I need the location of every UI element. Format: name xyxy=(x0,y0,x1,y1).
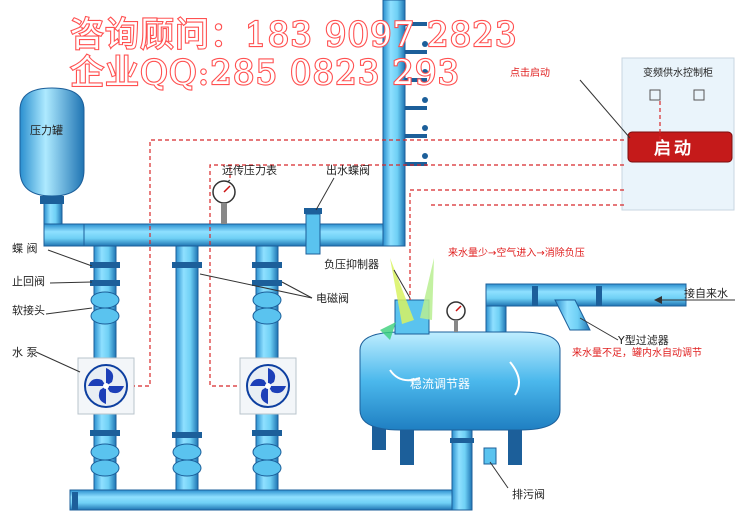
pressure-tank xyxy=(19,87,85,204)
cabinet-title: 变频供水控制柜 xyxy=(643,66,713,79)
start-button-label[interactable]: 启动 xyxy=(654,138,694,159)
pipe-flanges xyxy=(72,262,602,510)
start-button[interactable] xyxy=(627,131,733,163)
butterfly-valve-label: 蝶 阀 xyxy=(12,241,38,255)
watermark-line-2: 企业QQ:285 0823 293 xyxy=(70,53,460,93)
pressure-gauge-icon xyxy=(446,301,466,332)
y-filter-label: Y型过滤器 xyxy=(617,333,669,347)
outlet-valve xyxy=(304,208,322,255)
check-valve-label: 止回阀 xyxy=(12,274,45,288)
pump-fan-icon xyxy=(246,364,290,408)
inlet-note: 来水量少→空气进入→消除负压 xyxy=(448,246,585,259)
pump-1 xyxy=(77,357,135,415)
outlet-taps xyxy=(405,22,428,166)
stabilizer-label: 稳流调节器 xyxy=(410,376,470,391)
suppressor-label: 负压抑制器 xyxy=(324,257,379,271)
watermark-line-1: 咨询顾问：183 9097 2823 xyxy=(70,15,518,55)
outlet-valve-label: 出水蝶阀 xyxy=(326,163,370,177)
drain-valve-label: 排污阀 xyxy=(512,487,545,501)
from-mains-label: 接自来水 xyxy=(684,287,728,300)
control-cabinet xyxy=(621,57,735,211)
pressure-gauge-icon xyxy=(212,180,236,224)
click-start-label: 点击启动 xyxy=(510,66,550,79)
drain-valve xyxy=(483,447,497,465)
pump-fan-icon xyxy=(84,364,128,408)
pump-2 xyxy=(239,357,297,415)
solenoid-valve-label: 电磁阀 xyxy=(316,291,349,305)
leader-lines xyxy=(35,79,631,489)
stabilizer-tank xyxy=(359,299,561,465)
soft-joints xyxy=(90,291,282,477)
mains-arrow xyxy=(654,296,735,304)
tank-adjust-note: 来水量不足，罐内水自动调节 xyxy=(572,346,702,359)
pressure-gauge-label: 远传压力表 xyxy=(222,163,277,177)
water-pump-label: 水 泵 xyxy=(12,346,38,359)
signal-lines xyxy=(134,100,661,387)
pressure-tank-label: 压力罐 xyxy=(30,124,63,137)
soft-joint-label: 软接头 xyxy=(12,303,45,317)
